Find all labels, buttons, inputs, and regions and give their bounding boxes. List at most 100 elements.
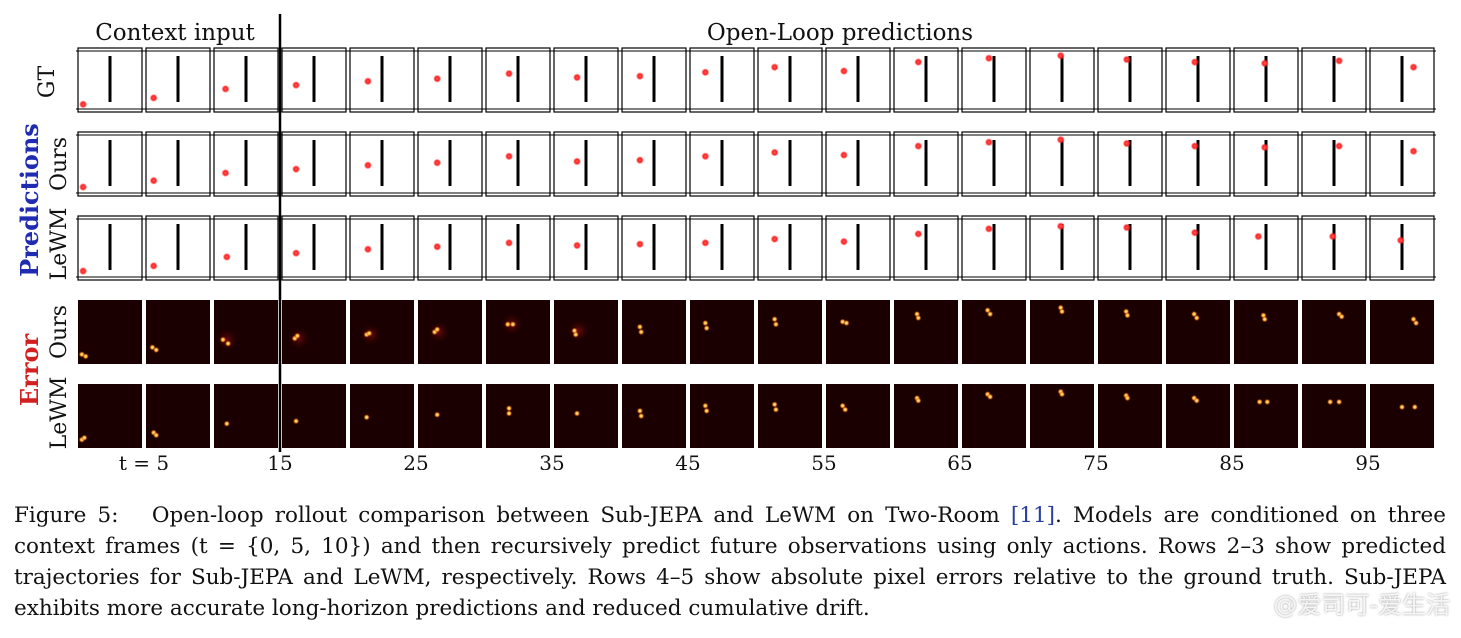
error-spot [703, 324, 710, 332]
watermark-text: @爱司可-爱生活 [1273, 591, 1450, 619]
agent-dot [1190, 228, 1199, 237]
agent-dot [433, 74, 442, 83]
error-panel [1302, 300, 1366, 364]
header-context-input: Context input [95, 20, 255, 46]
error-spot [223, 420, 230, 427]
x-tick-label: 45 [675, 451, 700, 470]
error-panel [894, 384, 958, 448]
error-spot [1411, 403, 1419, 411]
agent-dot [1260, 143, 1269, 152]
row-label-gt: GT [35, 66, 60, 99]
x-tick-label: 65 [947, 451, 972, 470]
error-panel [282, 384, 346, 448]
x-tick-label: t = 5 [119, 451, 169, 470]
row-label-lewm: LeWM [47, 208, 72, 281]
error-panel [1370, 300, 1434, 364]
error-spot [1338, 313, 1345, 320]
error-spot [572, 331, 579, 338]
error-spot [81, 434, 88, 441]
agent-dot [914, 229, 923, 238]
agent-dot [770, 148, 779, 157]
error-spot [772, 406, 780, 413]
error-panel [1234, 384, 1298, 448]
agent-dot [984, 138, 993, 147]
agent-dot [1056, 135, 1065, 144]
error-panel [1166, 300, 1230, 364]
error-panel [486, 384, 550, 448]
error-spot [636, 323, 644, 331]
agent-dot [770, 235, 779, 244]
agent-dot [770, 63, 779, 72]
error-spot [915, 397, 922, 404]
agent-dot [292, 165, 301, 174]
x-tick-label: 55 [811, 451, 836, 470]
agent-dot [79, 267, 88, 276]
error-panel [146, 300, 210, 364]
error-panel [894, 300, 958, 364]
error-panel [826, 300, 890, 364]
error-panel [350, 384, 414, 448]
agent-dot [1260, 59, 1269, 68]
error-spot [986, 310, 994, 318]
agent-dot [1056, 222, 1065, 231]
error-panel [1098, 300, 1162, 364]
error-spot [638, 328, 645, 336]
caption-reference-link[interactable]: [11] [1010, 503, 1056, 528]
x-tick-label: 85 [1219, 451, 1244, 470]
agent-dot [1122, 139, 1131, 148]
agent-dot [635, 72, 644, 81]
group-label-error: Error [15, 334, 44, 407]
agent-dot [914, 58, 923, 67]
x-tick-label: 95 [1355, 451, 1380, 470]
error-spot [986, 393, 994, 400]
agent-dot [701, 152, 710, 161]
error-spot [509, 321, 517, 328]
error-panel [622, 300, 686, 364]
error-panel [418, 300, 482, 364]
agent-dot [79, 100, 88, 109]
error-spot [1326, 398, 1334, 406]
agent-dot [1335, 56, 1344, 65]
row-label-ours: Ours [47, 137, 72, 191]
error-panel [758, 300, 822, 364]
group-label-predictions: Predictions [15, 123, 44, 277]
error-panel [1234, 300, 1298, 364]
error-panel [690, 384, 754, 448]
error-spot [703, 407, 710, 415]
agent-dot [292, 249, 301, 258]
error-spot [636, 407, 644, 415]
agent-dot [433, 242, 442, 251]
agent-dot [149, 261, 158, 270]
agent-dot [701, 238, 710, 247]
agent-dot [701, 68, 710, 77]
error-panel [214, 384, 278, 448]
error-spot [1398, 403, 1406, 411]
agent-dot [221, 168, 230, 177]
agent-dot [984, 54, 993, 63]
error-spot [1193, 397, 1200, 404]
agent-dot [363, 245, 372, 254]
agent-dot [635, 156, 644, 165]
error-panel [350, 300, 414, 364]
agent-dot [1122, 55, 1131, 64]
agent-dot [1409, 63, 1418, 72]
error-spot [292, 417, 300, 425]
error-spot [771, 401, 778, 408]
error-panel [1370, 384, 1434, 448]
agent-dot [1254, 232, 1263, 241]
agent-dot [149, 93, 158, 102]
error-spot [219, 336, 227, 343]
x-tick-label: 25 [403, 451, 428, 470]
agent-dot [433, 158, 442, 167]
error-panel [758, 384, 822, 448]
error-spot [505, 405, 513, 412]
error-spot [1264, 398, 1271, 406]
error-panel [418, 384, 482, 448]
agent-dot [914, 142, 923, 151]
error-spot [573, 410, 581, 417]
error-panel [690, 300, 754, 364]
panel-grid [76, 47, 1436, 448]
error-spot [504, 321, 511, 328]
error-panel [554, 384, 618, 448]
x-tick-label: 15 [267, 451, 292, 470]
